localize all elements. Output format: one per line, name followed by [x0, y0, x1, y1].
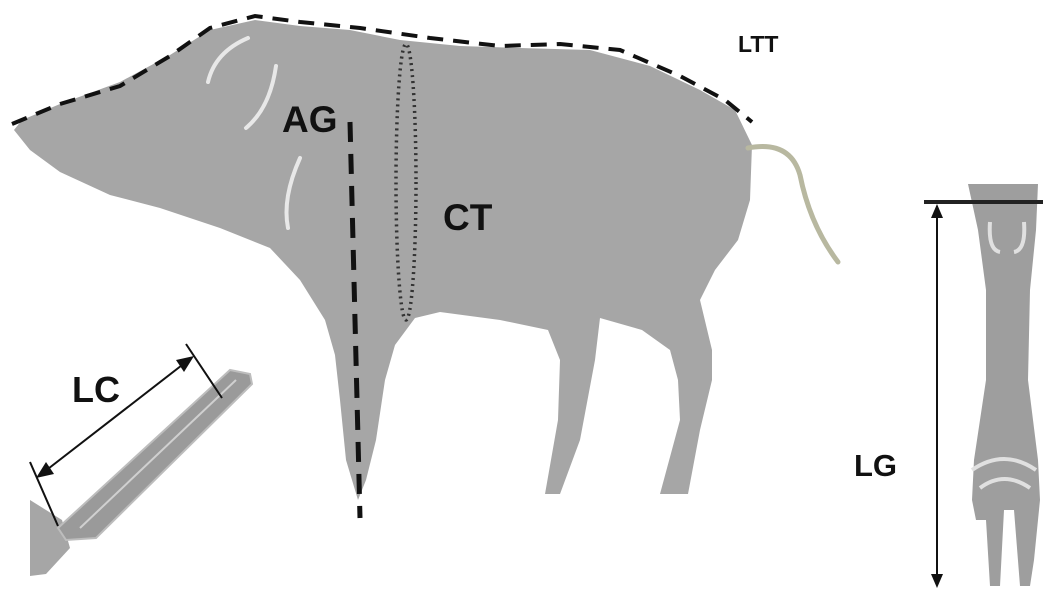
leg-length-arrow-top — [931, 204, 943, 218]
tusk-length-label: LC — [72, 369, 120, 410]
boar-silhouette — [14, 20, 838, 500]
boar-tail — [748, 147, 838, 262]
leg-length-label: LG — [854, 448, 897, 483]
boar-body — [14, 20, 752, 500]
tusk-length-arrow-end — [176, 356, 194, 372]
foot-shape — [968, 184, 1040, 586]
shoulder-height-label: AG — [282, 99, 338, 140]
tusk-length-tick-end — [186, 344, 222, 398]
tusk-length-arrow-start — [36, 462, 54, 478]
total-length-label: LTT — [738, 31, 778, 57]
tusk-inset: LC — [30, 344, 252, 576]
chest-girth-label: CT — [443, 197, 493, 238]
leg-inset: LG — [854, 184, 1043, 588]
leg-length-arrow-bottom — [931, 574, 943, 588]
